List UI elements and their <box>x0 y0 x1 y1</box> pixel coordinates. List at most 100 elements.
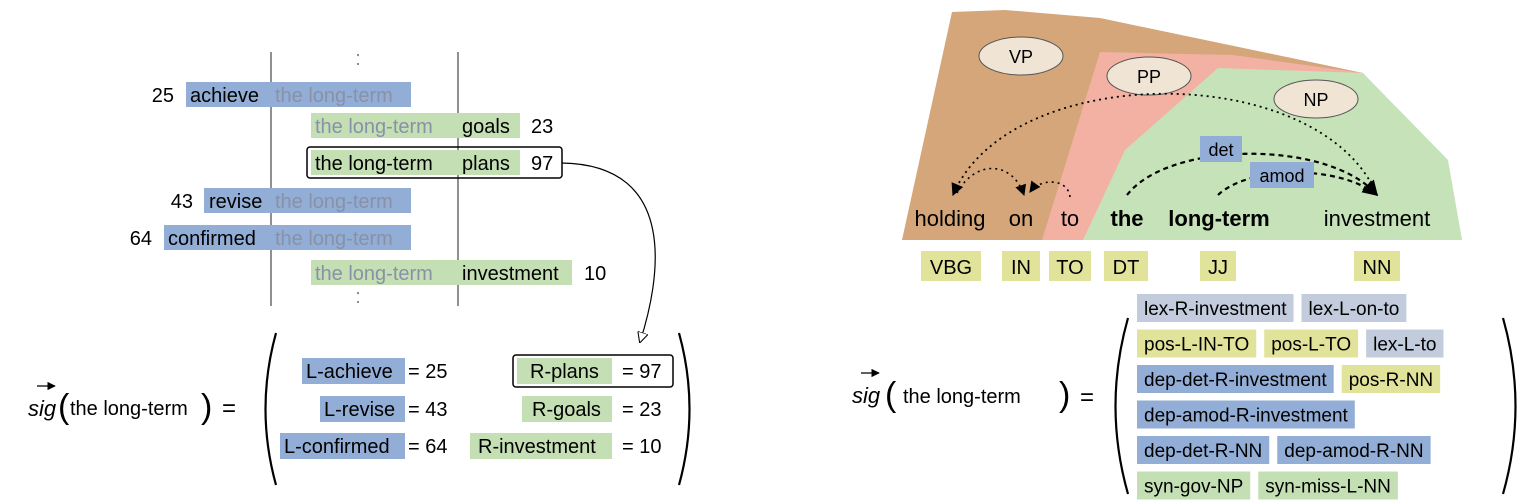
feature-tag-bg-dep-amod-r-nn <box>1277 436 1431 464</box>
ellipsis-top: : <box>355 48 361 70</box>
feature-tag-bg-pos-l-in-to <box>1137 329 1257 358</box>
arc-det <box>1126 152 1379 197</box>
word-highlight-investment <box>458 260 572 285</box>
feature-tag-bg-dep-det-r-investment <box>1137 365 1334 393</box>
pos-bg-in <box>1002 251 1040 281</box>
word-highlight-goals <box>458 113 520 138</box>
feature-tag-pos-r-nn: pos-R-NN <box>1349 370 1433 391</box>
feature-value-l-achieve: = 25 <box>408 361 447 383</box>
word-holding: holding <box>915 206 986 231</box>
np-label: NP <box>1303 90 1328 110</box>
feature-tag-syn-gov-np: syn-gov-NP <box>1144 477 1243 498</box>
feature-bg-l-confirmed <box>280 433 405 459</box>
sig-close-paren: ) <box>201 388 212 426</box>
feature-tag-syn-miss-l-nn: syn-miss-L-NN <box>1265 477 1391 498</box>
phrase-highlight-row2 <box>311 113 458 138</box>
sig-symbol-right: sig <box>852 383 881 408</box>
count-confirmed: 64 <box>130 228 152 250</box>
pos-bg-jj <box>1200 251 1236 281</box>
phrase-row4: the long-term <box>275 191 393 213</box>
det-label-bg <box>1200 136 1242 162</box>
feature-l-achieve: L-achieve <box>306 361 393 383</box>
feature-bg-l-revise <box>320 396 405 422</box>
word-investment-right: investment <box>1324 206 1430 231</box>
det-label: det <box>1208 140 1233 160</box>
vector-open-paren-right <box>1114 317 1130 495</box>
feature-tag-bg-syn-gov-np <box>1137 471 1251 500</box>
word-investment: investment <box>462 263 559 285</box>
phrase-row6: the long-term <box>315 263 433 285</box>
feature-tag-dep-det-r-investment: dep-det-R-investment <box>1144 370 1327 391</box>
feature-value-r-plans: = 97 <box>622 361 661 383</box>
sig-open-paren-right: ( <box>885 376 897 414</box>
word-achieve: achieve <box>190 85 259 107</box>
feature-tag-dep-amod-r-nn: dep-amod-R-NN <box>1284 441 1423 462</box>
pos-nn: NN <box>1363 257 1392 279</box>
count-investment: 10 <box>584 263 606 285</box>
feature-tag-bg-pos-r-nn <box>1341 365 1441 393</box>
word-to: to <box>1061 206 1079 231</box>
formula-equals-right: = <box>1080 384 1094 411</box>
phrase-highlight-row5 <box>271 225 411 250</box>
feature-tag-bg-pos-l-to <box>1264 329 1359 358</box>
formula-equals: = <box>222 395 236 422</box>
count-achieve: 25 <box>152 85 174 107</box>
plans-arrow <box>561 162 656 342</box>
feature-r-goals: R-goals <box>532 399 601 421</box>
word-highlight-plans <box>458 150 520 175</box>
count-revise: 43 <box>171 191 193 213</box>
feature-tag-bg-syn-miss-l-nn <box>1258 471 1398 500</box>
feature-tag-pos-l-to: pos-L-TO <box>1271 335 1351 356</box>
pos-in: IN <box>1011 257 1031 279</box>
feature-tag-lex-r-investment: lex-R-investment <box>1144 299 1287 320</box>
phrase-row3: the long-term <box>315 153 433 175</box>
phrase-highlight-row1 <box>271 82 411 107</box>
feature-l-confirmed: L-confirmed <box>284 436 390 458</box>
feature-tag-dep-amod-r-investment: dep-amod-R-investment <box>1144 406 1349 427</box>
pp-label: PP <box>1137 67 1161 87</box>
pos-vbg: VBG <box>930 257 972 279</box>
vp-ellipse <box>978 36 1064 76</box>
pos-to: TO <box>1056 257 1083 279</box>
word-goals: goals <box>462 116 510 138</box>
feature-tag-bg-lex-l-on-to <box>1301 294 1407 322</box>
word-the: the <box>1111 206 1144 231</box>
plans-row-box <box>306 146 563 179</box>
phrase-highlight-row3 <box>311 150 458 175</box>
vector-open-paren <box>264 332 278 486</box>
word-confirmed: confirmed <box>168 228 256 250</box>
feature-tag-pos-l-in-to: pos-L-IN-TO <box>1144 335 1249 356</box>
sig-open-paren: ( <box>58 388 70 426</box>
phrase-highlight-row4 <box>271 188 411 213</box>
amod-label: amod <box>1259 166 1304 186</box>
vector-close-paren-right <box>1501 317 1517 495</box>
feature-tag-lex-l-on-to: lex-L-on-to <box>1309 299 1400 320</box>
amod-label-bg <box>1250 162 1314 188</box>
feature-tag-bg-lex-l-to <box>1366 329 1444 358</box>
feature-value-r-investment: = 10 <box>622 436 661 458</box>
arc-to-on <box>1029 180 1071 198</box>
phrase-row5: the long-term <box>275 228 393 250</box>
sig-argument: the long-term <box>70 398 188 420</box>
arc-holding-on <box>956 167 1027 197</box>
word-on: on <box>1009 206 1033 231</box>
feature-tag-bg-dep-amod-r-investment <box>1137 400 1355 429</box>
vector-close-paren <box>677 332 691 486</box>
right-panel: VP PP NP det amod holding on to the long… <box>852 10 1517 500</box>
feature-bg-l-achieve <box>302 358 405 384</box>
feature-r-plans: R-plans <box>530 361 599 383</box>
word-revise: revise <box>209 191 262 213</box>
feature-tag-bg-lex-r-investment <box>1137 294 1294 322</box>
feature-tag-bg-dep-det-r-nn <box>1137 436 1270 464</box>
r-plans-box <box>512 354 674 388</box>
feature-bg-r-goals <box>522 396 612 422</box>
count-plans: 97 <box>531 153 553 175</box>
feature-value-l-confirmed: = 64 <box>408 436 447 458</box>
pp-ellipse <box>1106 56 1192 96</box>
sig-close-paren-right: ) <box>1059 376 1070 414</box>
feature-bg-r-investment <box>470 433 612 459</box>
np-ellipse <box>1273 79 1359 119</box>
feature-r-investment: R-investment <box>478 436 596 458</box>
pos-bg-dt <box>1104 251 1148 281</box>
sig-symbol: sig <box>28 396 57 421</box>
